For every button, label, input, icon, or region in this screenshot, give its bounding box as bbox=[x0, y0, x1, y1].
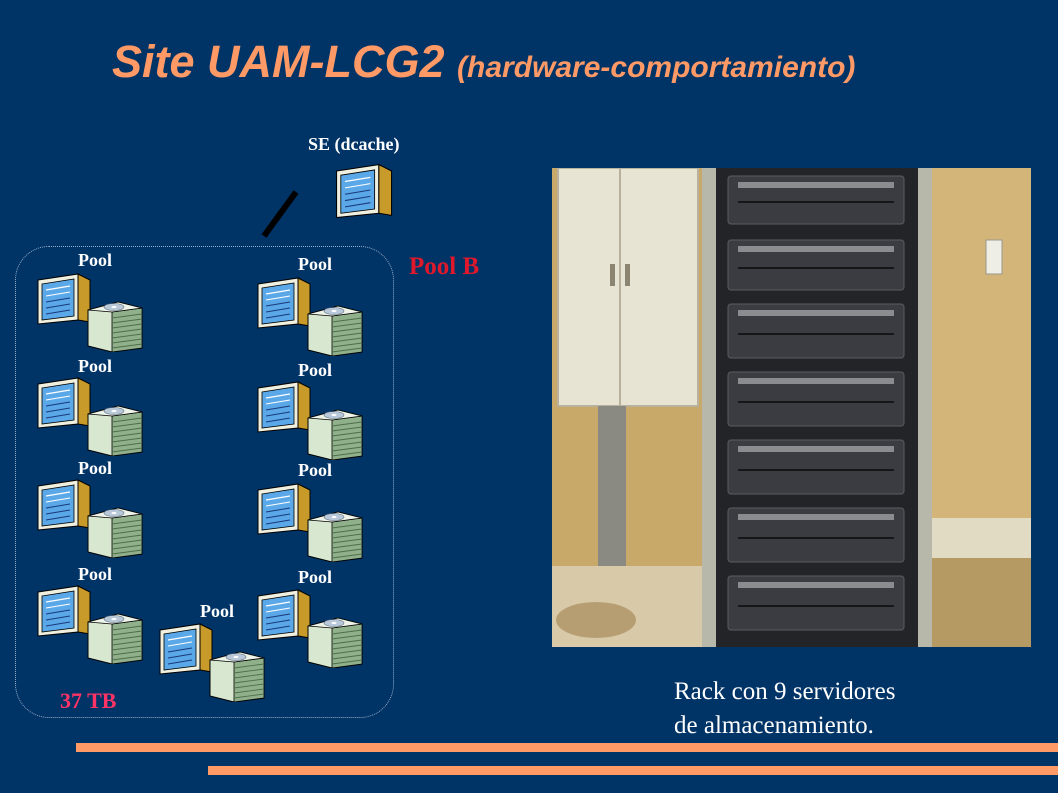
disk-array-icon bbox=[87, 613, 143, 664]
disk-array-icon bbox=[209, 651, 265, 702]
pool-label: Pool bbox=[298, 460, 332, 480]
pool-label: Pool bbox=[78, 458, 112, 478]
rack-image bbox=[552, 168, 1031, 647]
pool-node bbox=[150, 620, 270, 706]
disk-array-icon bbox=[307, 409, 363, 460]
pool-label: Pool bbox=[200, 601, 234, 621]
pool-node bbox=[248, 274, 368, 360]
capacity-label: 37 TB bbox=[60, 688, 117, 713]
disk-array-icon bbox=[307, 617, 363, 668]
pool-label: Pool bbox=[298, 254, 332, 274]
se-node-label: SE (dcache) bbox=[308, 134, 400, 154]
pool-node bbox=[28, 582, 148, 668]
pool-node bbox=[248, 378, 368, 464]
pool-label: Pool bbox=[78, 356, 112, 376]
pool-label: Pool bbox=[298, 360, 332, 380]
disk-array-icon bbox=[87, 507, 143, 558]
pool-node bbox=[28, 374, 148, 460]
pool-label: Pool bbox=[298, 567, 332, 587]
pool-node bbox=[28, 476, 148, 562]
photo-caption: Rack con 9 servidores de almacenamiento. bbox=[674, 675, 895, 743]
caption-line-2: de almacenamiento. bbox=[674, 712, 874, 739]
disk-array-icon bbox=[87, 405, 143, 456]
accent-bar-top bbox=[76, 743, 1058, 752]
title-subtitle: (hardware-comportamiento) bbox=[457, 51, 856, 84]
pool-label: Pool bbox=[78, 564, 112, 584]
page-title: Site UAM-LCG2 (hardware-comportamiento) bbox=[112, 36, 1012, 88]
pool-group-name: Pool B bbox=[409, 253, 480, 280]
connection-line bbox=[261, 190, 299, 238]
accent-bar-bottom bbox=[208, 766, 1058, 775]
disk-array-icon bbox=[307, 305, 363, 356]
pool-label: Pool bbox=[78, 250, 112, 270]
title-main: Site UAM-LCG2 bbox=[112, 36, 445, 87]
disk-array-icon bbox=[87, 301, 143, 352]
pool-node bbox=[248, 480, 368, 566]
server-tower-icon bbox=[335, 163, 393, 219]
pool-group bbox=[15, 246, 394, 718]
server-rack-photo bbox=[552, 168, 1031, 647]
caption-line-1: Rack con 9 servidores bbox=[674, 678, 896, 705]
disk-array-icon bbox=[307, 511, 363, 562]
pool-node bbox=[28, 270, 148, 356]
